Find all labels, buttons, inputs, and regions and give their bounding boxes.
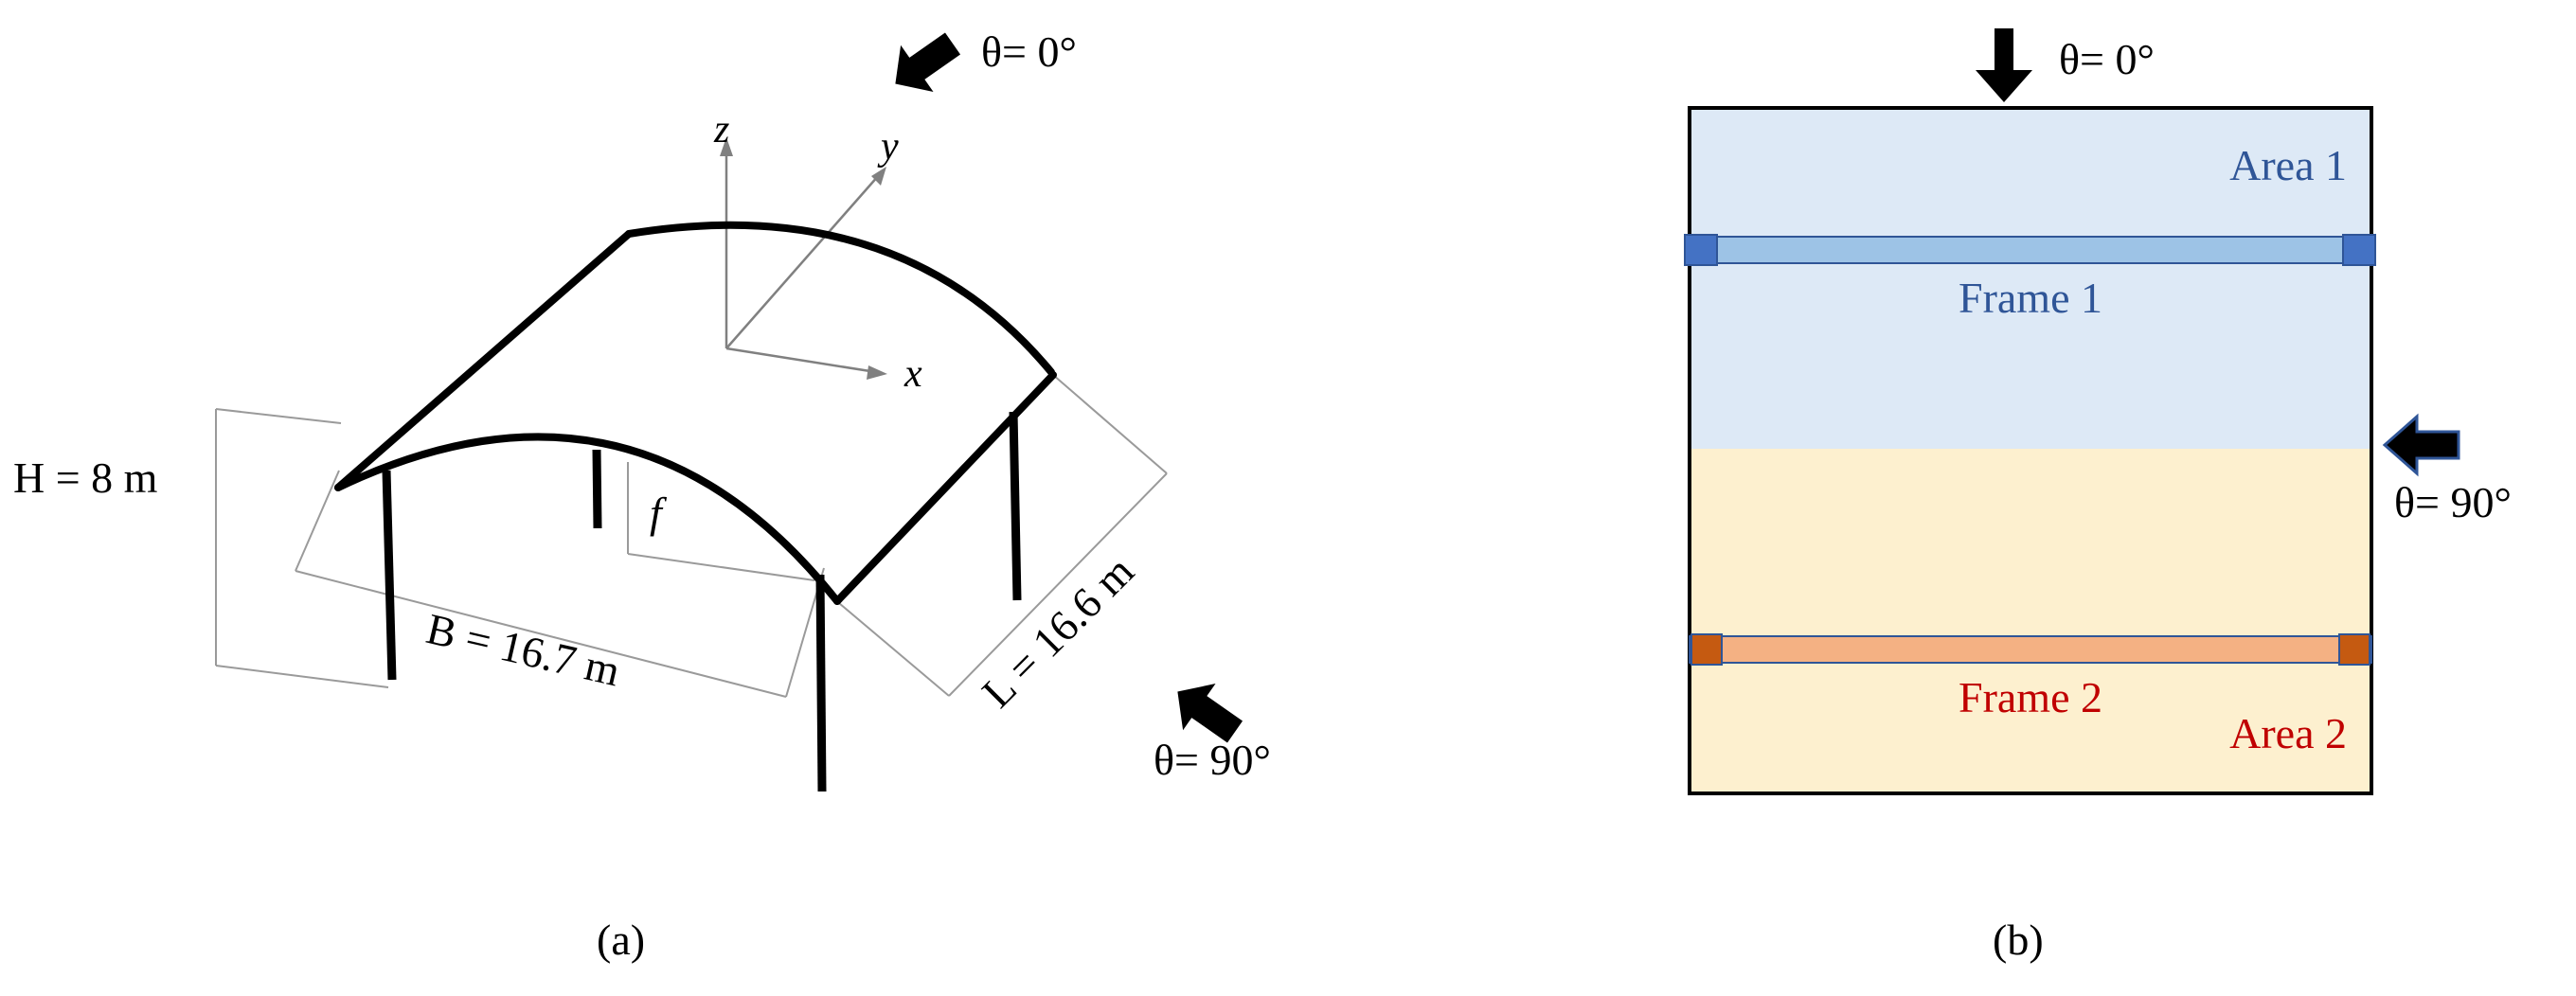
b-dimension-line xyxy=(295,570,787,698)
h-top-extension xyxy=(215,408,342,424)
area-1 xyxy=(1690,108,2371,449)
b-left-extension xyxy=(295,470,340,572)
l-bottom-extension xyxy=(832,597,950,697)
area-2-label: Area 2 xyxy=(2229,709,2347,757)
frame-2-right-column xyxy=(2338,633,2370,666)
wind-label-90-deg: θ= 90° xyxy=(1154,736,1271,784)
frame-2-bar xyxy=(1689,635,2372,664)
z-axis-arrowhead xyxy=(720,137,733,156)
l-top-extension xyxy=(1052,374,1168,474)
wind-arrow-90-deg xyxy=(2382,413,2460,477)
frame-1-label: Frame 1 xyxy=(1959,274,2102,322)
wind-arrow-90-deg xyxy=(1177,684,1243,743)
span-label: B = 16.7 m xyxy=(422,604,625,695)
l-dimension-line xyxy=(948,472,1168,697)
wind-label-0-deg: θ= 0° xyxy=(981,27,1077,76)
column-back-left xyxy=(592,449,602,529)
roof-left-edge xyxy=(334,230,633,491)
columns xyxy=(382,411,1022,792)
roof xyxy=(334,221,1057,605)
axis-label-z: z xyxy=(713,108,729,151)
wind-arrow-0-deg xyxy=(1976,28,2032,102)
wind-label-90-deg: θ= 90° xyxy=(2394,478,2512,526)
wind-label-0-deg: θ= 0° xyxy=(2059,35,2155,83)
frame-1-bar xyxy=(1689,236,2372,264)
axis-label-y: y xyxy=(877,125,899,169)
f-bottom-extension xyxy=(627,553,815,581)
column-front-left xyxy=(382,470,397,681)
x-axis-arrowhead xyxy=(867,365,887,380)
y-axis xyxy=(725,174,880,349)
caption-a: (a) xyxy=(597,916,645,964)
y-axis-arrowhead xyxy=(871,167,886,186)
column-front-right xyxy=(815,574,827,792)
roof-back-arch xyxy=(625,221,1055,376)
plan-outline xyxy=(1688,106,2373,795)
frame-1-right-column xyxy=(2342,234,2376,266)
h-bottom-extension xyxy=(215,665,389,688)
frame-2-left-column xyxy=(1690,633,1723,666)
panel-b: θ= 0° θ= 90° Area 1 Frame 1 Frame 2 Area… xyxy=(1684,28,2512,964)
column-back-right xyxy=(1009,411,1022,601)
area-2 xyxy=(1690,449,2371,793)
coordinate-axes xyxy=(720,137,887,380)
wind-arrow-0-deg xyxy=(895,32,961,92)
frame-1-left-column xyxy=(1684,234,1718,266)
area-1-label: Area 1 xyxy=(2229,141,2347,189)
axis-label-x: x xyxy=(903,352,922,396)
panel-a: θ= 0° θ= 90° z y x f H = 8 m B = 16.7 m … xyxy=(13,27,1271,964)
x-axis xyxy=(725,347,877,374)
caption-b: (b) xyxy=(1993,916,2044,964)
height-label: H = 8 m xyxy=(13,454,158,502)
roof-front-arch xyxy=(334,433,841,605)
length-label: L = 16.6 m xyxy=(973,546,1143,717)
rise-label: f xyxy=(650,489,668,537)
frame-2-label: Frame 2 xyxy=(1959,673,2102,721)
